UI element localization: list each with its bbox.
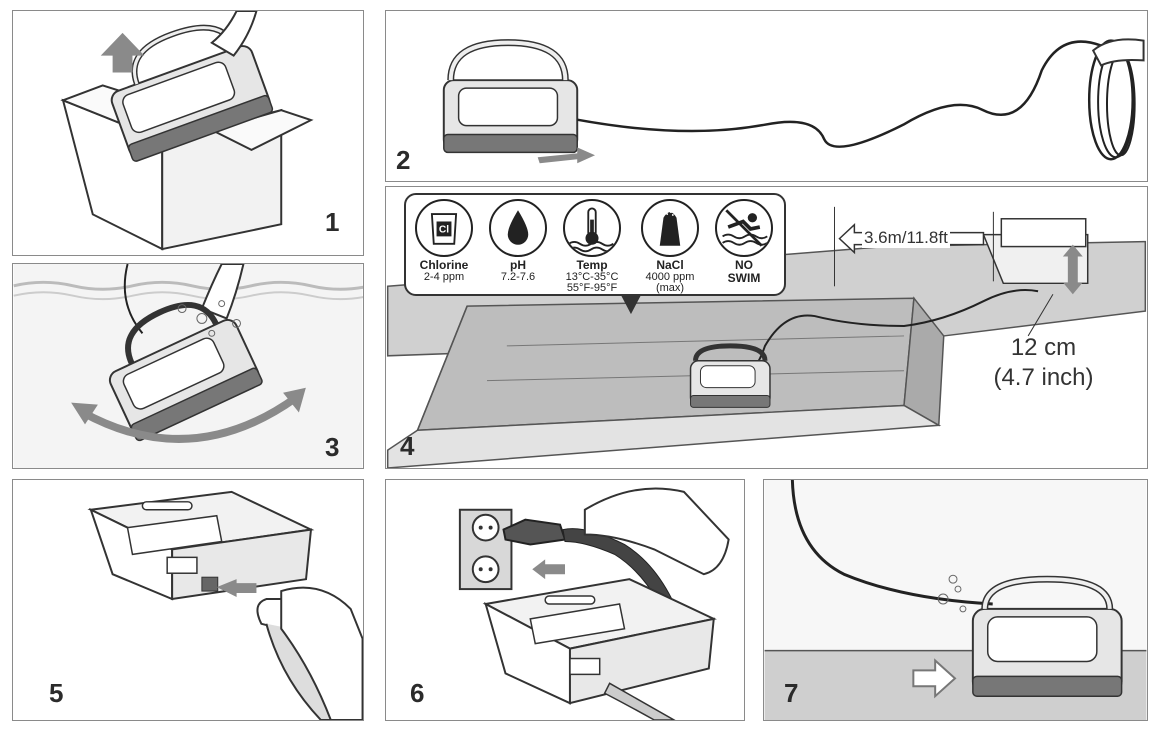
chlorine-condition: Cl Chlorine 2-4 ppm: [408, 199, 480, 283]
pool-placement-illustration: [386, 206, 1147, 468]
condition-name: pH: [510, 258, 526, 272]
no-swim-icon: [715, 199, 773, 257]
step-3-panel: 3: [12, 263, 364, 469]
step-number: 3: [325, 432, 340, 462]
step-number: 2: [396, 145, 411, 175]
step-number: 7: [784, 678, 799, 708]
depth-metric: 12 cm: [1010, 334, 1077, 361]
robot-enters-pool-illustration: [764, 480, 1147, 720]
step-number: 6: [410, 678, 425, 708]
step-number: 5: [49, 678, 64, 708]
unbox-robot-illustration: [60, 11, 314, 251]
depth-label: 12 cm (4.7 inch): [966, 333, 1121, 393]
chlorine-symbol: Cl: [439, 225, 449, 236]
step-6-panel: 6: [385, 479, 745, 721]
submerge-robot-illustration: [13, 264, 363, 468]
salt-shaker-icon: [641, 199, 699, 257]
ph-condition: pH 7.2-7.6: [482, 199, 554, 283]
step-4-panel: Cl Chlorine 2-4 ppm pH 7.2-7.6: [385, 186, 1148, 469]
condition-value: 4000 ppm: [645, 271, 695, 283]
distance-label: 3.6m/11.8ft: [862, 228, 950, 248]
no-swim-condition: NO SWIM: [708, 199, 780, 285]
plug-into-outlet-illustration: [458, 487, 730, 720]
condition-value: 2-4 ppm: [423, 271, 465, 283]
condition-value: SWIM: [727, 271, 761, 285]
depth-imperial: (4.7 inch): [993, 364, 1094, 391]
nacl-condition: NaCl 4000 ppm (max): [634, 199, 706, 294]
condition-name: NaCl: [656, 258, 684, 272]
chlorine-icon: Cl: [415, 199, 473, 257]
step-2-panel: 2: [385, 10, 1148, 182]
step-number: 4: [400, 431, 415, 461]
condition-value-2: (max): [655, 282, 685, 294]
ph-drop-icon: [489, 199, 547, 257]
step-5-panel: 5: [12, 479, 364, 721]
condition-name: Temp: [576, 258, 608, 272]
condition-value: 13°C-35°C: [565, 271, 619, 283]
connect-cable-to-power-supply-illustration: [87, 490, 363, 720]
step-1-panel: 1: [12, 10, 364, 256]
condition-value: 7.2-7.6: [500, 271, 536, 283]
pool-conditions-callout: Cl Chlorine 2-4 ppm pH 7.2-7.6: [404, 193, 786, 296]
thermometer-icon: [563, 199, 621, 257]
condition-name: NO: [735, 258, 753, 272]
step-7-panel: 7: [763, 479, 1148, 721]
step-number: 1: [325, 207, 340, 237]
temp-condition: Temp 13°C-35°C 55°F-95°F: [556, 199, 628, 294]
condition-name: Chlorine: [419, 258, 469, 272]
condition-value-2: 55°F-95°F: [566, 282, 618, 294]
uncoil-cable-illustration: [442, 38, 1145, 164]
